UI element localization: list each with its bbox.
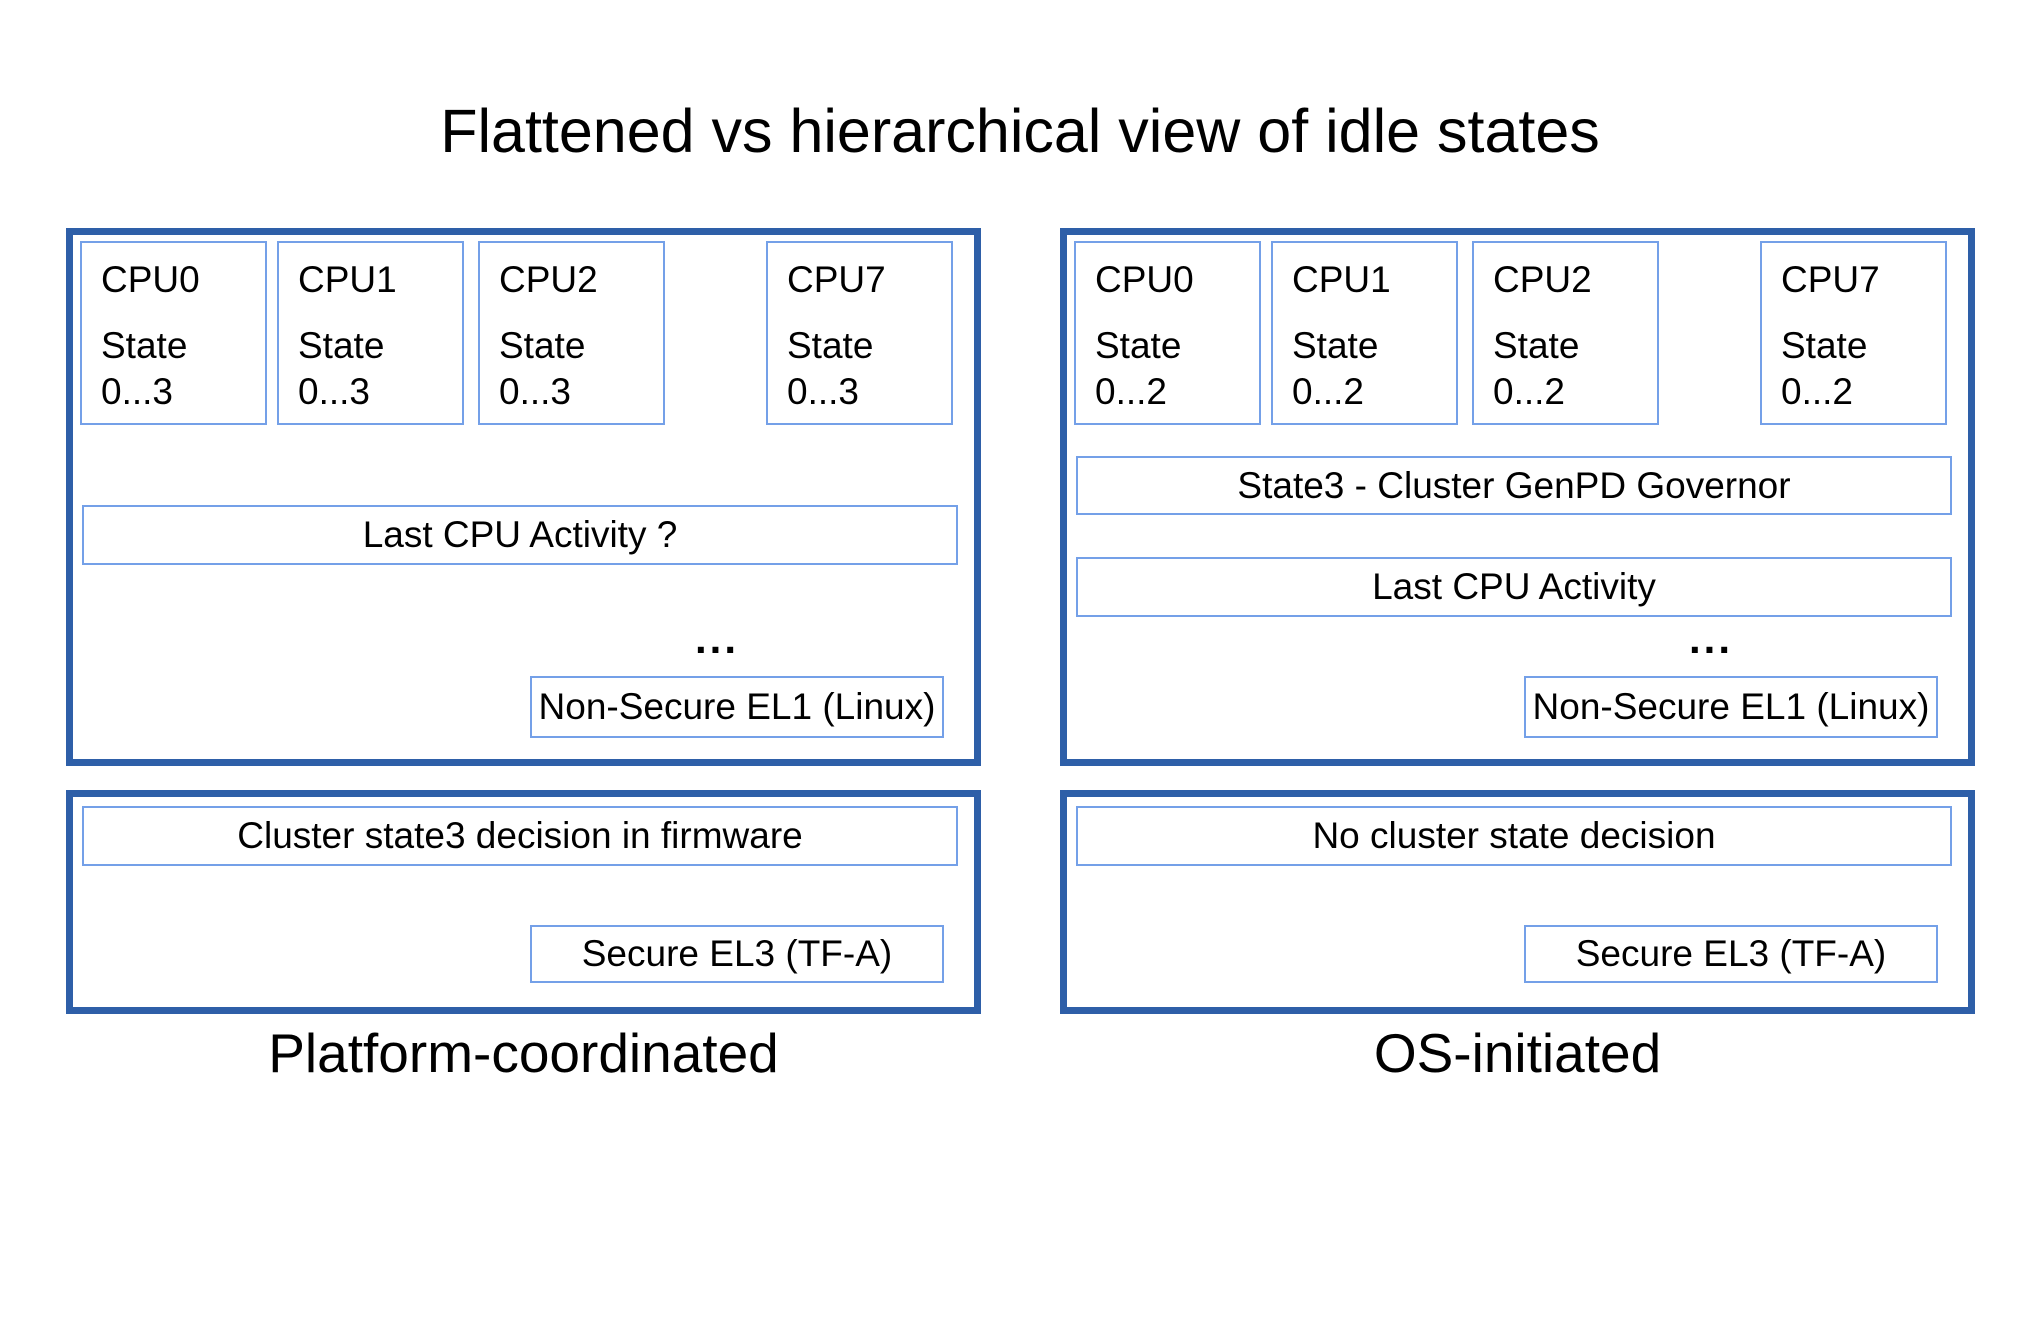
cpu-state-range: 0...2 [1095,371,1167,413]
cpu-state-range: 0...2 [1781,371,1853,413]
cpu-box: CPU1 State 0...3 [277,241,464,425]
cpu-name: CPU7 [1781,259,1880,300]
cpu-state: State 0...2 [1095,323,1181,415]
panel-platform-coordinated-firmware-layer: Cluster state3 decision in firmware Secu… [66,790,981,1014]
non-secure-el1-box: Non-Secure EL1 (Linux) [1524,676,1938,738]
last-cpu-activity-bar: Last CPU Activity ? [82,505,958,565]
cpu-state-range: 0...3 [298,371,370,413]
slide-title: Flattened vs hierarchical view of idle s… [440,97,1600,165]
ellipsis: ... [695,615,740,662]
cpu-state: State 0...3 [101,323,187,415]
cpu-state-range: 0...2 [1493,371,1565,413]
cpu-box: CPU2 State 0...3 [478,241,665,425]
cpu-name: CPU7 [787,259,886,300]
genpd-governor-bar: State3 - Cluster GenPD Governor [1076,456,1952,515]
cpu-state: State 0...2 [1292,323,1378,415]
cpu-box: CPU7 State 0...2 [1760,241,1947,425]
cpu-name: CPU2 [1493,259,1592,300]
cpu-box: CPU7 State 0...3 [766,241,953,425]
cpu-state-label: State [499,325,586,367]
secure-el3-box: Secure EL3 (TF-A) [530,925,944,983]
cpu-name: CPU2 [499,259,598,300]
cpu-state: State 0...2 [1781,323,1867,415]
cpu-state: State 0...3 [298,323,384,415]
last-cpu-activity-bar: Last CPU Activity [1076,557,1952,617]
panel-label-platform-coordinated: Platform-coordinated [268,1022,779,1084]
cpu-name: CPU0 [1095,259,1194,300]
cpu-box: CPU0 State 0...3 [80,241,267,425]
cpu-state-range: 0...3 [787,371,859,413]
cpu-name: CPU1 [298,259,397,300]
cpu-state: State 0...2 [1493,323,1579,415]
cpu-box: CPU0 State 0...2 [1074,241,1261,425]
cpu-state-label: State [1292,325,1379,367]
ellipsis: ... [1689,615,1734,662]
cluster-decision-bar: Cluster state3 decision in firmware [82,806,958,866]
cpu-name: CPU1 [1292,259,1391,300]
cpu-state: State 0...3 [787,323,873,415]
panel-platform-coordinated-os-layer: CPU0 State 0...3 CPU1 State 0...3 CPU2 S… [66,228,981,766]
panel-os-initiated-firmware-layer: No cluster state decision Secure EL3 (TF… [1060,790,1975,1014]
cpu-state-label: State [1095,325,1182,367]
cpu-box: CPU1 State 0...2 [1271,241,1458,425]
non-secure-el1-box: Non-Secure EL1 (Linux) [530,676,944,738]
cpu-name: CPU0 [101,259,200,300]
no-cluster-decision-bar: No cluster state decision [1076,806,1952,866]
cpu-state-label: State [1493,325,1580,367]
secure-el3-box: Secure EL3 (TF-A) [1524,925,1938,983]
cpu-state-label: State [1781,325,1868,367]
panel-label-os-initiated: OS-initiated [1373,1022,1662,1084]
cpu-state-range: 0...2 [1292,371,1364,413]
cpu-state-range: 0...3 [499,371,571,413]
cpu-state-label: State [298,325,385,367]
panel-os-initiated-os-layer: CPU0 State 0...2 CPU1 State 0...2 CPU2 S… [1060,228,1975,766]
cpu-state: State 0...3 [499,323,585,415]
cpu-state-label: State [101,325,188,367]
cpu-box: CPU2 State 0...2 [1472,241,1659,425]
cpu-state-range: 0...3 [101,371,173,413]
cpu-state-label: State [787,325,874,367]
